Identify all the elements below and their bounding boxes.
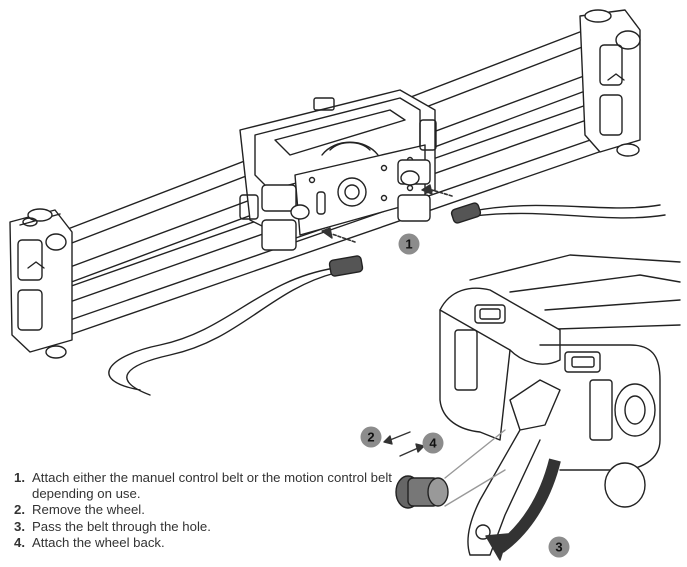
manual-belt-end	[328, 255, 364, 277]
instruction-list: 1. Attach either the manuel control belt…	[14, 470, 394, 552]
svg-text:3: 3	[555, 540, 562, 555]
instruction-step-2: 2. Remove the wheel.	[14, 502, 394, 518]
step-number: 4.	[14, 535, 25, 551]
instruction-step-1: 1. Attach either the manuel control belt…	[14, 470, 394, 501]
step-number: 2.	[14, 502, 25, 518]
step-text: Pass the belt through the hole.	[32, 518, 211, 534]
callout-2: 2	[360, 426, 382, 448]
callout-1: 1	[398, 233, 420, 255]
step-text: Attach the wheel back.	[32, 535, 165, 551]
step-text: Attach either the manuel control belt or…	[32, 470, 392, 501]
instruction-step-3: 3. Pass the belt through the hole.	[14, 519, 394, 535]
motion-belt-end	[450, 202, 482, 224]
step-text: Remove the wheel.	[32, 502, 145, 518]
manual-belt-cable	[108, 267, 336, 396]
detail-end-block	[395, 254, 681, 561]
svg-text:4: 4	[429, 436, 437, 451]
step-number: 3.	[14, 518, 25, 534]
svg-text:1: 1	[405, 237, 412, 252]
callout-3: 3	[548, 536, 570, 558]
instruction-step-4: 4. Attach the wheel back.	[14, 535, 394, 551]
pointer-arrows	[321, 184, 453, 457]
rotate-arrow	[496, 458, 561, 553]
removed-wheel	[395, 475, 449, 509]
right-end-block	[579, 9, 641, 157]
svg-text:2: 2	[367, 430, 374, 445]
left-end-block	[9, 208, 73, 359]
step-number: 1.	[14, 470, 25, 485]
carriage	[239, 89, 437, 251]
motion-belt-cable	[457, 204, 666, 219]
callout-4: 4	[422, 432, 444, 454]
